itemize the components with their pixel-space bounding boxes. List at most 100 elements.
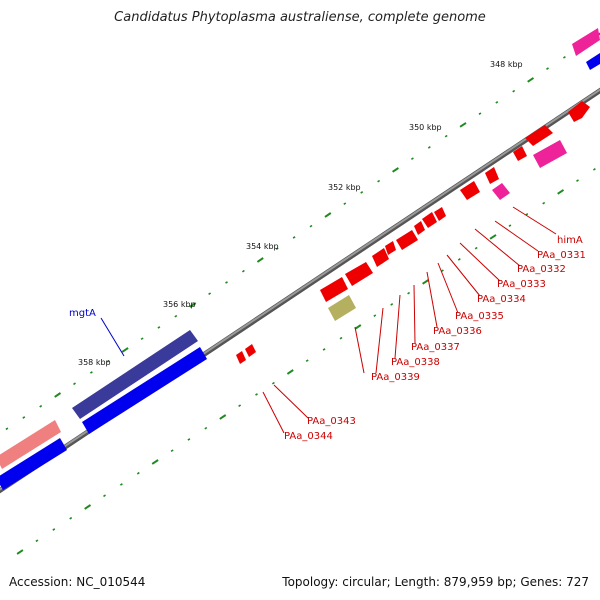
major-tick: [16, 549, 24, 555]
minor-tick: [204, 426, 208, 430]
major-tick: [422, 279, 429, 285]
gene-red-0331-a[interactable]: [568, 101, 590, 122]
label-PAa_0336[interactable]: PAa_0336: [433, 326, 482, 337]
minor-tick: [170, 449, 174, 453]
minor-tick: [241, 269, 245, 273]
label-PAa_0333[interactable]: PAa_0333: [497, 279, 546, 290]
tick-marks: [5, 32, 600, 555]
gene-salmon-left[interactable]: [0, 420, 61, 469]
minor-tick: [39, 404, 43, 408]
minor-tick: [73, 382, 76, 386]
gene-blue-top[interactable]: [586, 53, 600, 70]
minor-tick: [106, 359, 110, 363]
minor-tick: [52, 528, 56, 531]
gene-red-0339-a[interactable]: [385, 241, 396, 255]
minor-tick: [444, 134, 448, 138]
major-tick: [219, 414, 227, 420]
gene-red-0339-d[interactable]: [320, 277, 348, 302]
minor-tick: [542, 201, 546, 205]
minor-tick: [225, 281, 228, 284]
gene-blue-left[interactable]: [0, 438, 67, 490]
minor-tick: [390, 303, 394, 306]
gene-red-0335[interactable]: [434, 207, 446, 221]
minor-tick: [5, 427, 9, 431]
minor-tick: [377, 179, 381, 183]
kbp-marker-352: 352 kbp: [328, 183, 361, 192]
gene-red-0333[interactable]: [485, 167, 499, 184]
major-tick: [121, 347, 129, 353]
kbp-marker-354: 354 kbp: [246, 242, 279, 251]
minor-tick: [208, 292, 212, 296]
major-tick: [286, 369, 294, 375]
minor-tick: [271, 381, 275, 385]
gene-red-0344[interactable]: [236, 351, 246, 364]
label-PAa_0343[interactable]: PAa_0343: [307, 416, 356, 427]
label-PAa_0335[interactable]: PAa_0335: [455, 311, 504, 322]
gene-red-0331-b[interactable]: [525, 125, 553, 146]
gene-pink-top[interactable]: [572, 28, 600, 56]
minor-tick: [174, 314, 178, 318]
label-PAa_0339[interactable]: PAa_0339: [371, 372, 420, 383]
minor-tick: [309, 224, 313, 228]
major-tick: [256, 257, 264, 263]
gene-red-0343[interactable]: [245, 344, 256, 357]
kbp-marker-348: 348 kbp: [490, 60, 523, 69]
gene-pink-0331[interactable]: [533, 140, 567, 168]
gene-blue-mgtA[interactable]: [82, 347, 207, 434]
minor-tick: [373, 314, 377, 317]
gene-red-0337[interactable]: [414, 221, 425, 235]
minor-tick: [292, 236, 296, 239]
minor-tick: [474, 246, 478, 250]
major-tick: [459, 122, 467, 128]
minor-tick: [576, 179, 579, 182]
minor-tick: [562, 56, 566, 59]
minor-tick: [512, 89, 516, 93]
minor-tick: [339, 336, 343, 340]
minor-tick: [140, 337, 144, 341]
major-tick: [527, 77, 535, 83]
label-himA[interactable]: himA: [557, 235, 583, 246]
label-mgtA[interactable]: mgtA: [69, 308, 96, 319]
minor-tick: [275, 247, 279, 250]
gene-red-0334[interactable]: [460, 181, 480, 200]
major-tick: [84, 504, 92, 510]
genome-summary-text: Topology: circular; Length: 879,959 bp; …: [282, 575, 589, 589]
gene-red-0338[interactable]: [396, 230, 418, 250]
minor-tick: [103, 494, 106, 498]
minor-tick: [427, 146, 431, 149]
gene-red-0339-c[interactable]: [345, 262, 373, 286]
minor-tick: [592, 168, 596, 171]
minor-tick: [89, 371, 93, 374]
callout-line-mgtA: [100, 317, 125, 357]
gene-olive[interactable]: [328, 295, 356, 321]
gene-red-0339-b[interactable]: [372, 248, 389, 267]
gene-pink-himA[interactable]: [492, 183, 510, 200]
label-PAa_0344[interactable]: PAa_0344: [284, 431, 333, 442]
gene-red-0336[interactable]: [422, 212, 437, 228]
inner-genes: [0, 101, 590, 490]
major-tick: [54, 392, 62, 398]
gene-red-0332[interactable]: [513, 146, 527, 161]
gene-navy-mgtA[interactable]: [72, 330, 198, 419]
major-tick: [324, 212, 332, 218]
outer-genes: [0, 28, 600, 469]
minor-tick: [238, 404, 242, 408]
minor-tick: [69, 516, 73, 520]
minor-tick: [119, 483, 123, 486]
minor-tick: [255, 393, 258, 396]
label-PAa_0338[interactable]: PAa_0338: [391, 357, 440, 368]
major-tick: [354, 324, 362, 330]
minor-tick: [495, 101, 499, 104]
label-PAa_0331[interactable]: PAa_0331: [537, 250, 586, 261]
minor-tick: [508, 224, 512, 227]
label-PAa_0334[interactable]: PAa_0334: [477, 294, 526, 305]
minor-tick: [343, 202, 347, 205]
minor-tick: [22, 416, 26, 419]
page-title: Candidatus Phytoplasma australiense, com…: [114, 10, 486, 25]
major-tick: [189, 302, 197, 308]
minor-tick: [35, 539, 39, 543]
label-PAa_0332[interactable]: PAa_0332: [517, 264, 566, 275]
label-PAa_0337[interactable]: PAa_0337: [411, 342, 460, 353]
